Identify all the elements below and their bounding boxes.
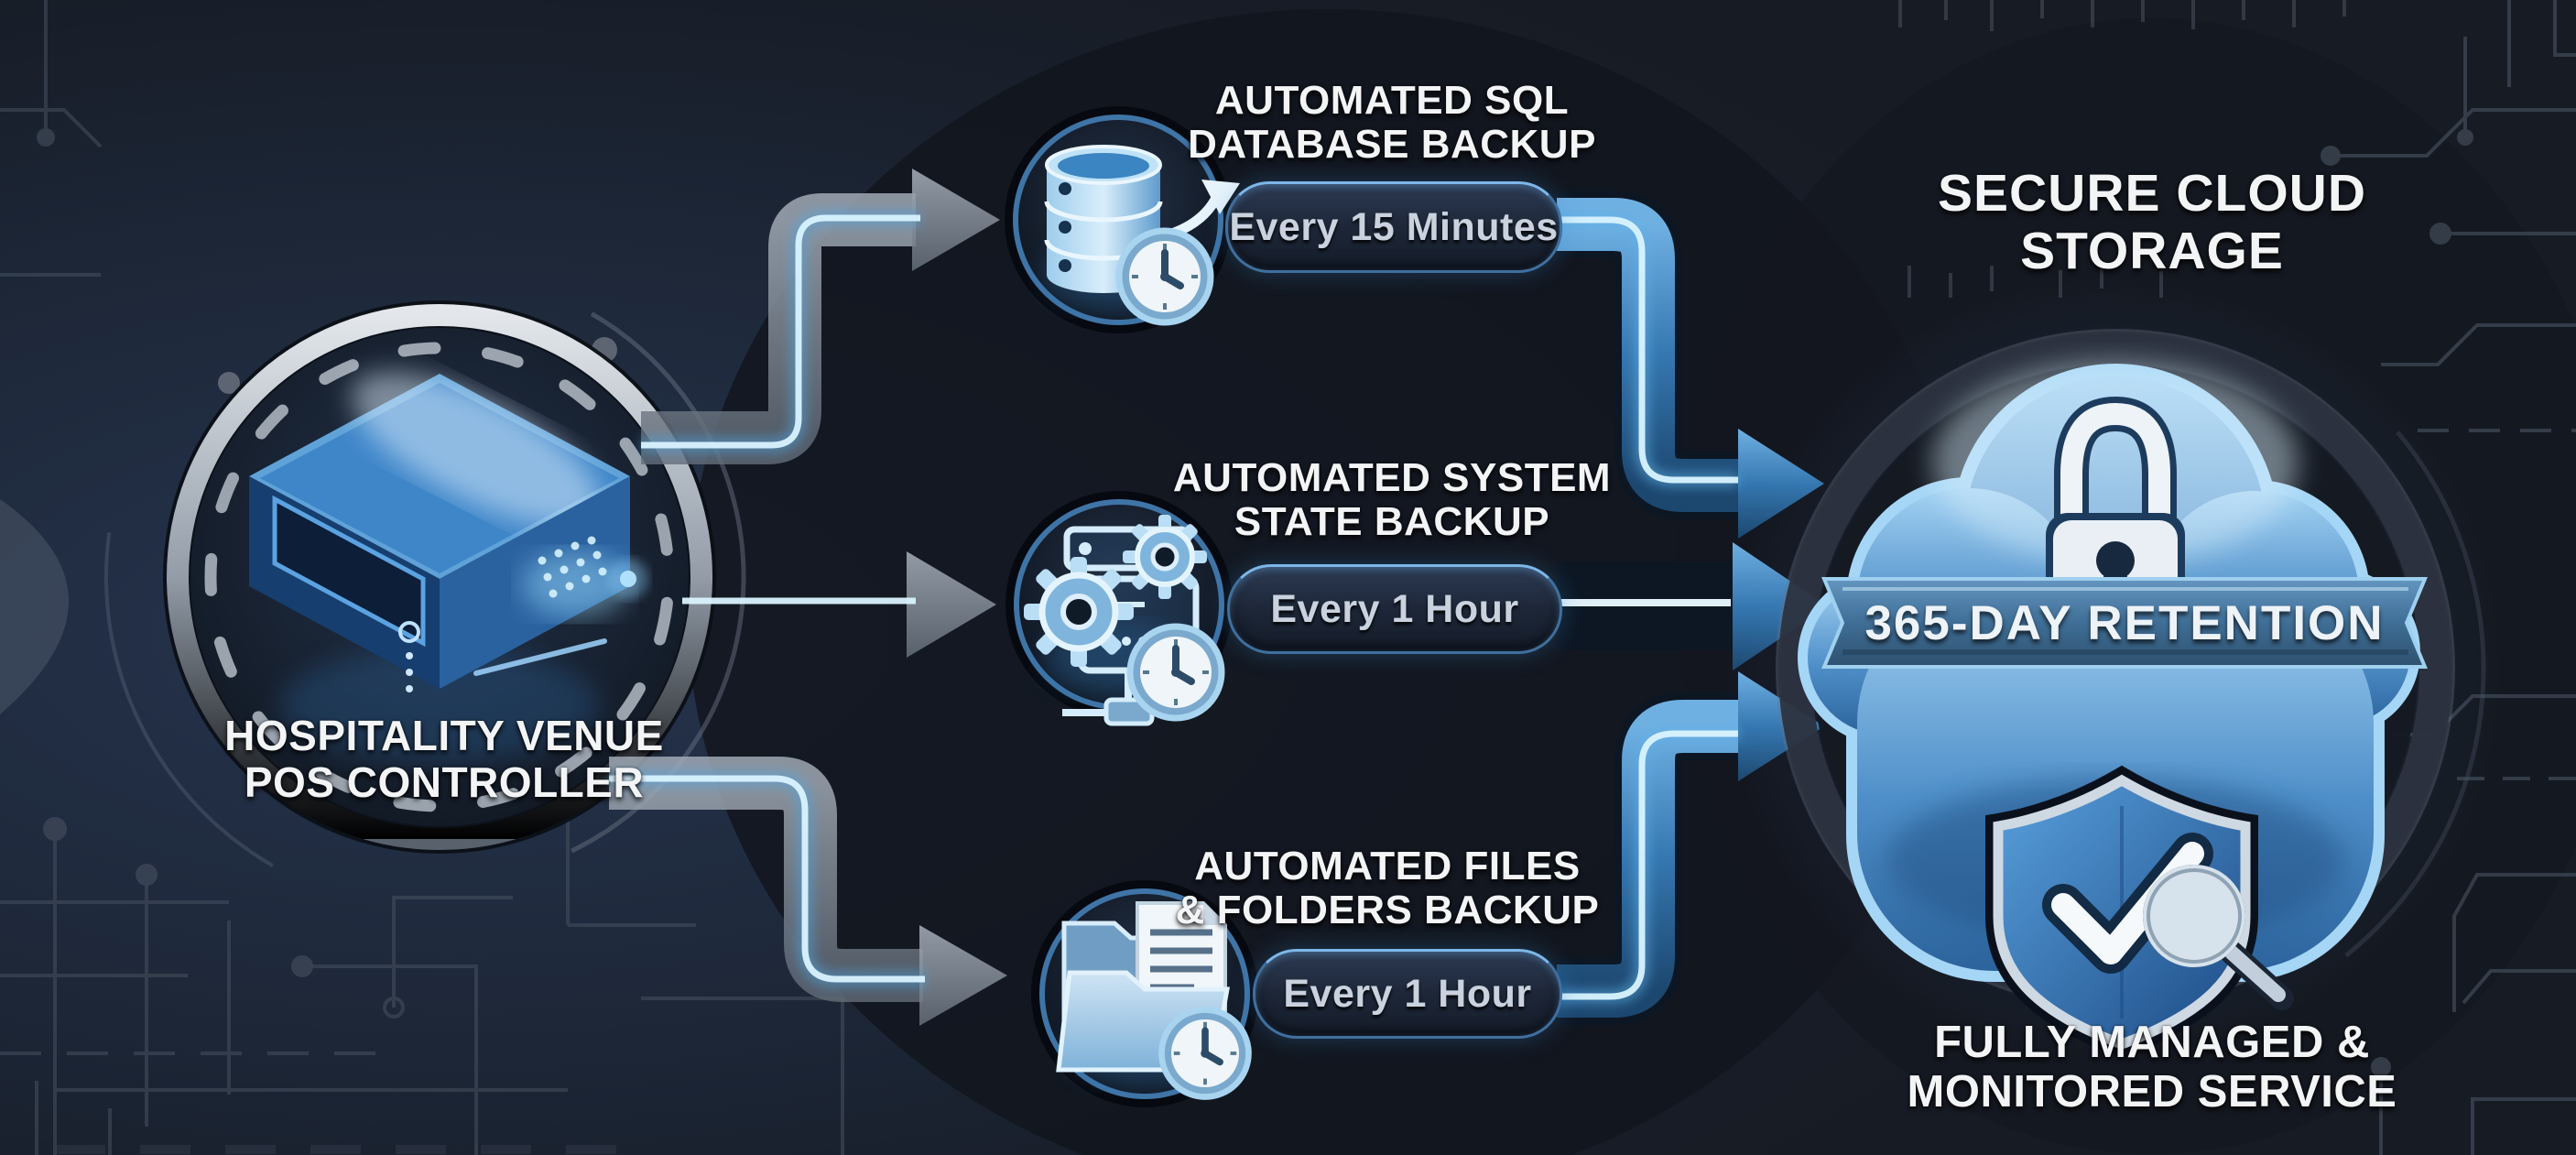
- files-title-line2: & FOLDERS BACKUP: [1175, 888, 1600, 933]
- retention-ribbon-label: 365-DAY RETENTION: [1864, 595, 2385, 650]
- pos-server-icon: [249, 372, 648, 692]
- source-node-label: HOSPITALITY VENUE POS CONTROLLER: [188, 713, 701, 805]
- source-label-line1: HOSPITALITY VENUE: [224, 712, 664, 759]
- gear-large-icon: [1024, 557, 1134, 667]
- circuit-pattern-left: [0, 0, 844, 1155]
- sql-frequency-badge: Every 15 Minutes: [1225, 181, 1562, 273]
- retention-ribbon: [1821, 577, 2428, 669]
- gear-small-icon: [1123, 515, 1207, 599]
- service-label-line2: MONITORED SERVICE: [1907, 1066, 2397, 1117]
- source-label-line2: POS CONTROLLER: [244, 757, 645, 806]
- system-title-line2: STATE BACKUP: [1234, 499, 1550, 545]
- files-frequency-label: Every 1 Hour: [1283, 971, 1532, 1016]
- sql-frequency-label: Every 15 Minutes: [1229, 204, 1559, 249]
- arrow-source-to-system: [682, 551, 996, 658]
- shield-check-magnifier-icon: [1985, 765, 2294, 1058]
- arrow-source-to-files: [609, 757, 1007, 1026]
- magnifier-icon: [2143, 865, 2294, 1010]
- system-title-line1: AUTOMATED SYSTEM: [1172, 455, 1612, 500]
- cloud-storage-title: SECURE CLOUD STORAGE: [1937, 164, 2367, 280]
- system-node: [1005, 491, 1233, 726]
- gears-server-clock-icon: [1024, 515, 1222, 726]
- files-backup-title: AUTOMATED FILES & FOLDERS BACKUP: [1158, 844, 1616, 933]
- sql-title-line1: AUTOMATED SQL: [1214, 78, 1570, 123]
- service-label: FULLY MANAGED & MONITORED SERVICE: [1886, 1018, 2418, 1117]
- system-backup-title: AUTOMATED SYSTEM STATE BACKUP: [1163, 455, 1621, 545]
- sql-backup-title: AUTOMATED SQL DATABASE BACKUP: [1163, 78, 1621, 168]
- source-node: [104, 241, 776, 912]
- system-frequency-label: Every 1 Hour: [1270, 586, 1519, 631]
- sql-node: [1005, 106, 1240, 333]
- database-clock-icon: [1044, 145, 1240, 322]
- connector-sql-to-cloud: [1557, 191, 1824, 539]
- system-frequency-badge: Every 1 Hour: [1227, 564, 1562, 654]
- service-label-line1: FULLY MANAGED &: [1934, 1018, 2370, 1067]
- sql-title-line2: DATABASE BACKUP: [1188, 122, 1596, 168]
- files-frequency-badge: Every 1 Hour: [1253, 949, 1562, 1039]
- files-title-line1: AUTOMATED FILES: [1194, 844, 1581, 888]
- folder-files-clock-icon: [1056, 901, 1249, 1097]
- files-node: [1031, 880, 1258, 1107]
- arrow-source-to-sql: [641, 169, 1000, 464]
